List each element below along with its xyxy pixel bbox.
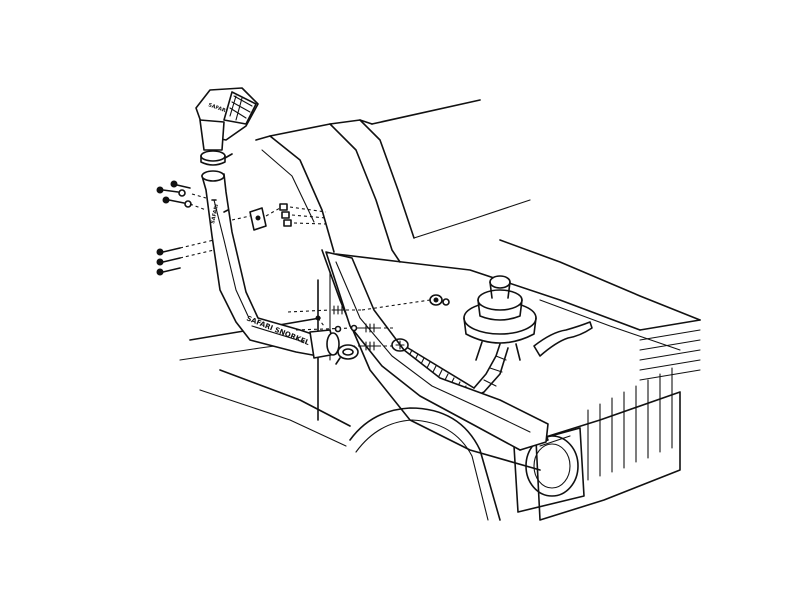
mounting-nuts bbox=[265, 203, 327, 227]
tube-fixing-marks bbox=[211, 199, 229, 213]
door-panel bbox=[179, 271, 351, 447]
front-grille bbox=[535, 329, 701, 521]
snorkel-tube: SAFARI SNORKEL SAFARI bbox=[201, 170, 319, 357]
snorkel-body bbox=[325, 251, 549, 451]
mounting-bolts-upper bbox=[156, 180, 207, 211]
bolt-1 bbox=[156, 186, 186, 197]
bonnet bbox=[335, 239, 701, 351]
mounting-bolts-lower bbox=[156, 239, 215, 276]
mounting-bracket bbox=[231, 207, 267, 231]
fender-fasteners bbox=[287, 305, 396, 351]
headlight bbox=[513, 427, 585, 513]
hose-clamp bbox=[335, 344, 359, 365]
bolt-3 bbox=[170, 180, 191, 189]
air-ram-head: SAFARI bbox=[195, 87, 259, 166]
windscreen-frame bbox=[255, 99, 531, 263]
rubber-seal-strip bbox=[533, 321, 593, 357]
air-cleaner-housing bbox=[463, 275, 537, 361]
front-fender bbox=[321, 249, 549, 521]
tube-brand-mark: SAFARI bbox=[210, 204, 220, 225]
outlet-elbow bbox=[309, 329, 340, 359]
bolt-2 bbox=[162, 196, 192, 208]
fender-grommet bbox=[361, 294, 450, 311]
